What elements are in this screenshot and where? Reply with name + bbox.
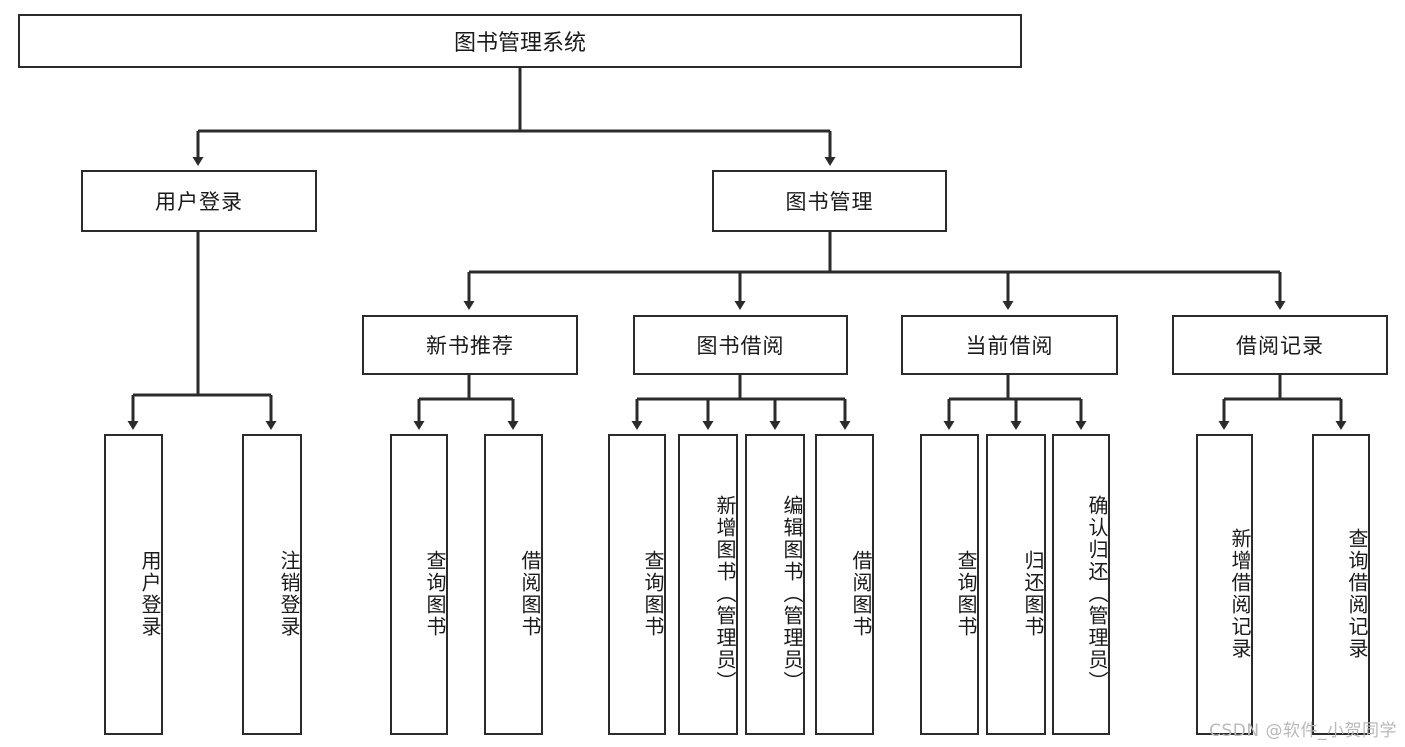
node-label: 用户登录	[155, 190, 243, 214]
leaf-borrow-book[interactable]: 借阅图书	[815, 434, 874, 735]
node-new-book-recommend[interactable]: 新书推荐	[362, 315, 578, 375]
node-label: 借阅图书	[518, 549, 542, 638]
leaf-query-book-borrow[interactable]: 查询图书	[608, 434, 666, 735]
node-label: 归还图书	[1021, 549, 1045, 638]
node-label: 新增图书（管理员）	[713, 494, 737, 693]
leaf-user-logout[interactable]: 注销登录	[242, 434, 302, 735]
node-label: 图书管理系统	[453, 31, 586, 56]
node-borrow-record[interactable]: 借阅记录	[1172, 315, 1388, 375]
node-book-management[interactable]: 图书管理	[712, 170, 947, 232]
leaf-user-login[interactable]: 用户登录	[104, 434, 163, 735]
node-label: 图书管理	[785, 190, 874, 214]
leaf-confirm-return-admin[interactable]: 确认归还（管理员）	[1052, 434, 1110, 735]
node-label: 新增借阅记录	[1228, 527, 1252, 660]
node-root[interactable]: 图书管理系统	[18, 14, 1022, 68]
leaf-return-book[interactable]: 归还图书	[986, 434, 1046, 735]
leaf-query-book-recommend[interactable]: 查询图书	[390, 434, 448, 735]
watermark: CSDN @软件_小贺同学	[1209, 721, 1397, 741]
leaf-query-borrow-record[interactable]: 查询借阅记录	[1312, 434, 1370, 735]
leaf-query-book-current[interactable]: 查询图书	[920, 434, 979, 735]
leaf-edit-book-admin[interactable]: 编辑图书（管理员）	[745, 434, 805, 735]
node-label: 查询图书	[423, 549, 447, 638]
node-label: 编辑图书（管理员）	[780, 494, 804, 693]
node-current-borrow[interactable]: 当前借阅	[901, 315, 1118, 375]
leaf-add-borrow-record[interactable]: 新增借阅记录	[1196, 434, 1253, 735]
node-label: 当前借阅	[965, 334, 1054, 358]
node-label: 查询借阅记录	[1345, 527, 1369, 660]
node-label: 查询图书	[641, 549, 665, 638]
node-user-login[interactable]: 用户登录	[81, 170, 317, 232]
node-label: 借阅图书	[849, 549, 873, 638]
node-book-borrow[interactable]: 图书借阅	[633, 315, 848, 375]
node-label: 图书借阅	[696, 334, 785, 358]
node-label: 新书推荐	[426, 334, 514, 358]
node-label: 用户登录	[138, 549, 162, 638]
node-label: 借阅记录	[1236, 334, 1324, 358]
node-label: 确认归还（管理员）	[1085, 494, 1109, 693]
leaf-add-book-admin[interactable]: 新增图书（管理员）	[678, 434, 738, 735]
node-label: 注销登录	[277, 549, 301, 638]
leaf-borrow-book-recommend[interactable]: 借阅图书	[484, 434, 543, 735]
node-label: 查询图书	[954, 549, 978, 638]
